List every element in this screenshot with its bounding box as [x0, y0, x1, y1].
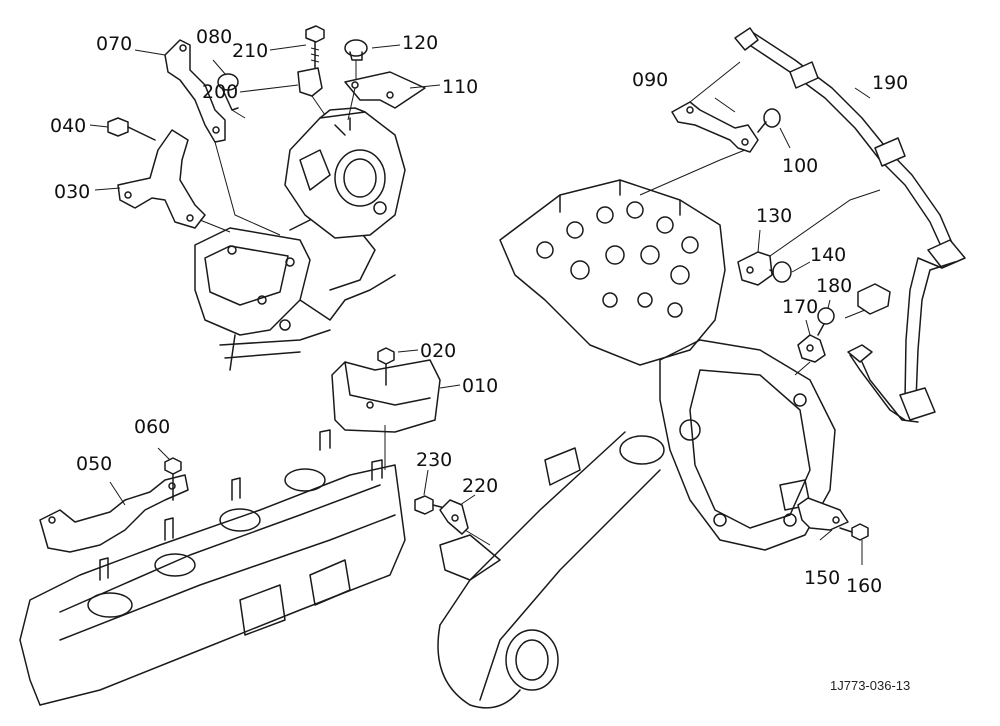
bolt-020-drawing: [377, 347, 395, 386]
bracket-200-drawing: [297, 67, 326, 116]
part-label-040: 040: [50, 115, 86, 137]
plate-110-drawing: [344, 71, 426, 121]
part-label-130: 130: [756, 205, 792, 227]
bolt-160-drawing: [839, 523, 869, 541]
bracket-070-drawing: [164, 39, 281, 236]
bolt-100-drawing: [757, 108, 781, 133]
bolt-210-drawing: [305, 25, 325, 71]
bolt-080-drawing: [217, 73, 246, 119]
part-label-090: 090: [632, 69, 668, 91]
bolt-140-drawing: [769, 261, 792, 283]
part-label-080: 080: [196, 26, 232, 48]
part-label-050: 050: [76, 453, 112, 475]
cylinder-head-drawing: [499, 149, 746, 366]
bolt-040-drawing: [107, 117, 156, 141]
part-label-180: 180: [816, 275, 852, 297]
part-label-230: 230: [416, 449, 452, 471]
bracket-090-drawing: [671, 61, 759, 153]
part-label-030: 030: [54, 181, 90, 203]
part-label-210: 210: [232, 40, 268, 62]
drawing-code: 1J773-036-13: [830, 678, 910, 693]
part-label-120: 120: [402, 32, 438, 54]
intake-manifold-drawing: [194, 214, 396, 371]
part-label-200: 200: [202, 81, 238, 103]
bolt-060-drawing: [164, 457, 182, 501]
pipe-190-drawing: [734, 27, 966, 423]
bracket-050-drawing: [39, 474, 189, 553]
bolt-120-drawing: [344, 39, 368, 80]
part-label-070: 070: [96, 33, 132, 55]
bracket-130-drawing: [737, 189, 881, 286]
sensor-connector-drawing: [844, 283, 891, 319]
bracket-220-drawing: [439, 499, 491, 546]
part-label-060: 060: [134, 416, 170, 438]
part-label-220: 220: [462, 475, 498, 497]
part-label-020: 020: [420, 340, 456, 362]
part-label-100: 100: [782, 155, 818, 177]
part-label-150: 150: [804, 567, 840, 589]
rocker-cover-drawing: [19, 429, 406, 706]
bracket-150-drawing: [797, 497, 849, 531]
part-label-170: 170: [782, 296, 818, 318]
bolt-180-drawing: [817, 307, 835, 336]
heat-shield-010-drawing: [331, 359, 441, 470]
throttle-body-drawing: [284, 107, 406, 239]
part-label-140: 140: [810, 244, 846, 266]
intake-pipe-drawing: [437, 431, 665, 709]
part-label-160: 160: [846, 575, 882, 597]
bracket-170-drawing: [794, 334, 826, 376]
part-label-190: 190: [872, 72, 908, 94]
part-label-010: 010: [462, 375, 498, 397]
bracket-030-drawing: [117, 129, 231, 233]
leader-lines: [89, 44, 871, 565]
part-label-110: 110: [442, 76, 478, 98]
part-number-labels: 070 080 210 120 200 110 040 030 020 010 …: [50, 26, 910, 693]
